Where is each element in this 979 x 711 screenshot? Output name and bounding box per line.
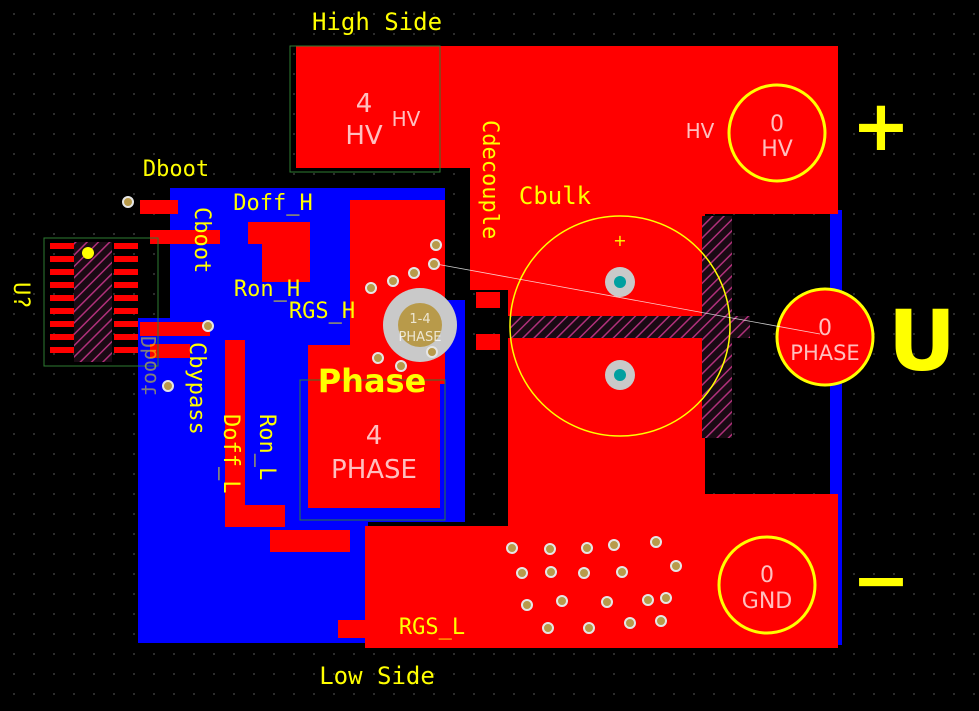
label-cbulk: Cbulk [519, 182, 592, 210]
center-via-net: PHASE [399, 330, 442, 345]
u7-left-pads [50, 243, 74, 353]
gnd-terminal-net: GND [742, 589, 792, 614]
label-cdecouple: Cdecouple [477, 120, 502, 239]
gate-drive-trace-bypass-2 [150, 344, 190, 358]
label-phase: Phase [318, 362, 427, 400]
gnd-copper-pour [365, 526, 838, 648]
gate-drive-trace-hs-2 [262, 236, 310, 282]
hv-terminal-net: HV [761, 137, 793, 162]
phase-copper-pour [508, 338, 838, 528]
ls-fet-tab-num: 4 [366, 421, 383, 451]
outline-layer [43, 45, 750, 521]
gate-drive-trace-boot [140, 200, 178, 214]
gate-drive-trace-vertical [225, 340, 245, 518]
ratsnest-line [435, 263, 821, 335]
label-dboot: Dboot [143, 157, 209, 182]
plus-terminal-symbol: + [852, 85, 911, 167]
gate-drive-trace-bypass [140, 322, 210, 336]
cdecouple-pad-top [476, 292, 500, 308]
label-rgs-h: RGS_H [289, 299, 355, 324]
hv-terminal-num: 0 [770, 112, 784, 137]
rgs-l-pad [338, 620, 372, 638]
hs-net-label: HV [392, 107, 421, 131]
phase-bar-hatch [510, 316, 750, 338]
label-dboot-bottom: Dboot [137, 336, 161, 396]
u7-body-hatch [74, 242, 112, 362]
label-high-side: High Side [312, 8, 442, 36]
hv-right-label: HV [686, 119, 715, 143]
u7-ic[interactable] [50, 243, 138, 353]
ls-fet-tab-net: PHASE [331, 455, 417, 485]
label-cboot: Cboot [189, 207, 214, 273]
u7-right-pads [114, 243, 138, 353]
label-rgs-l: RGS_L [399, 615, 465, 640]
hs-fet-tab-pad [296, 58, 436, 168]
label-ron-l: Ron_L [254, 414, 279, 480]
cdecouple-pad-bottom [476, 334, 500, 350]
hs-fet-outline [289, 45, 441, 173]
u7-outline [43, 237, 159, 367]
ls-fet-tab-pad [308, 384, 440, 508]
hv-terminal[interactable]: 0 HV [727, 83, 827, 183]
gate-drive-trace-ls [225, 505, 285, 527]
u-phase-symbol: U [888, 292, 956, 390]
cbulk-polarity-mark: + [613, 231, 626, 250]
gnd-terminal-num: 0 [760, 563, 774, 588]
label-doff-h: Doff_H [233, 191, 312, 216]
stitching-vias [122, 196, 682, 634]
hs-fet-tab-net: HV [345, 121, 383, 151]
label-doff-l: Doff_L [218, 414, 243, 493]
label-ron-h: Ron_H [234, 277, 300, 302]
label-u7: U? [8, 282, 33, 309]
phase-terminal-num: 0 [818, 316, 832, 341]
center-via-num: 1-4 [409, 312, 430, 327]
minus-terminal-symbol: − [852, 539, 911, 621]
phase-terminal[interactable]: 0 PHASE [775, 287, 875, 387]
gate-drive-trace-ls-2 [270, 530, 350, 552]
phase-terminal-net: PHASE [790, 341, 859, 365]
gate-drive-trace-boot-2 [150, 230, 220, 244]
center-phase-via[interactable]: 1-4 PHASE [383, 288, 457, 362]
hs-fet-tab-num: 4 [356, 89, 373, 119]
label-cbypass: Cbypass [184, 342, 209, 435]
gnd-terminal[interactable]: 0 GND [717, 535, 817, 635]
ls-fet-outline [299, 379, 446, 521]
label-low-side: Low Side [319, 662, 435, 690]
u7-pin1-marker [82, 247, 94, 259]
cbulk-capacitor[interactable]: + [509, 215, 731, 437]
